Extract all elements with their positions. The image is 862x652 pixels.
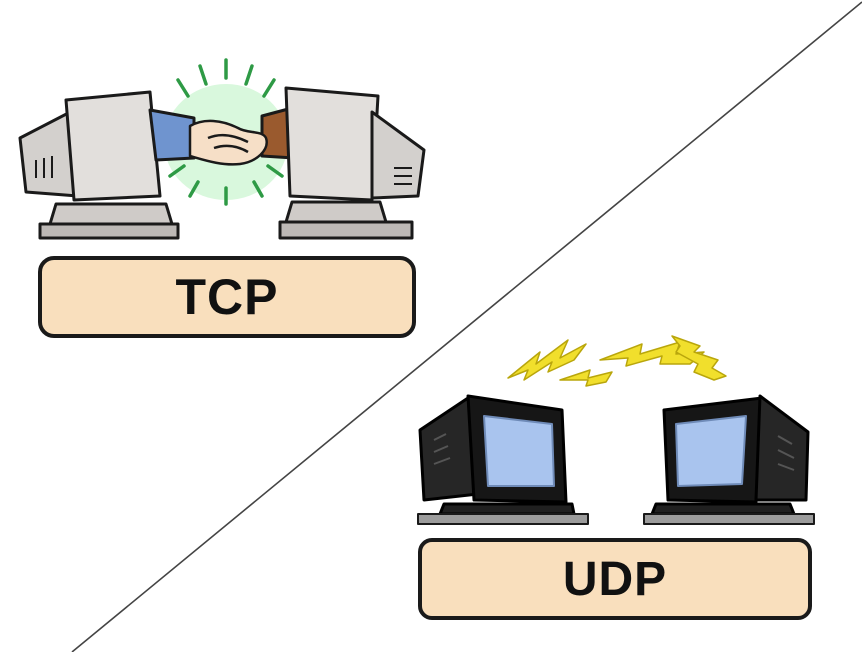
tcp-label-box — [38, 256, 416, 338]
handshake-icon — [188, 119, 268, 166]
signal-bolt-icon — [507, 335, 727, 387]
tcp-right-monitor-icon — [260, 86, 426, 240]
udp-label: UDP — [562, 552, 668, 606]
tcp-left-monitor-icon — [18, 90, 196, 240]
diagonal-divider — [71, 1, 862, 652]
udp-right-monitor-icon — [643, 394, 815, 525]
udp-left-monitor-icon — [417, 394, 589, 525]
tcp-label: TCP — [175, 269, 279, 325]
udp-label-box — [418, 538, 812, 620]
